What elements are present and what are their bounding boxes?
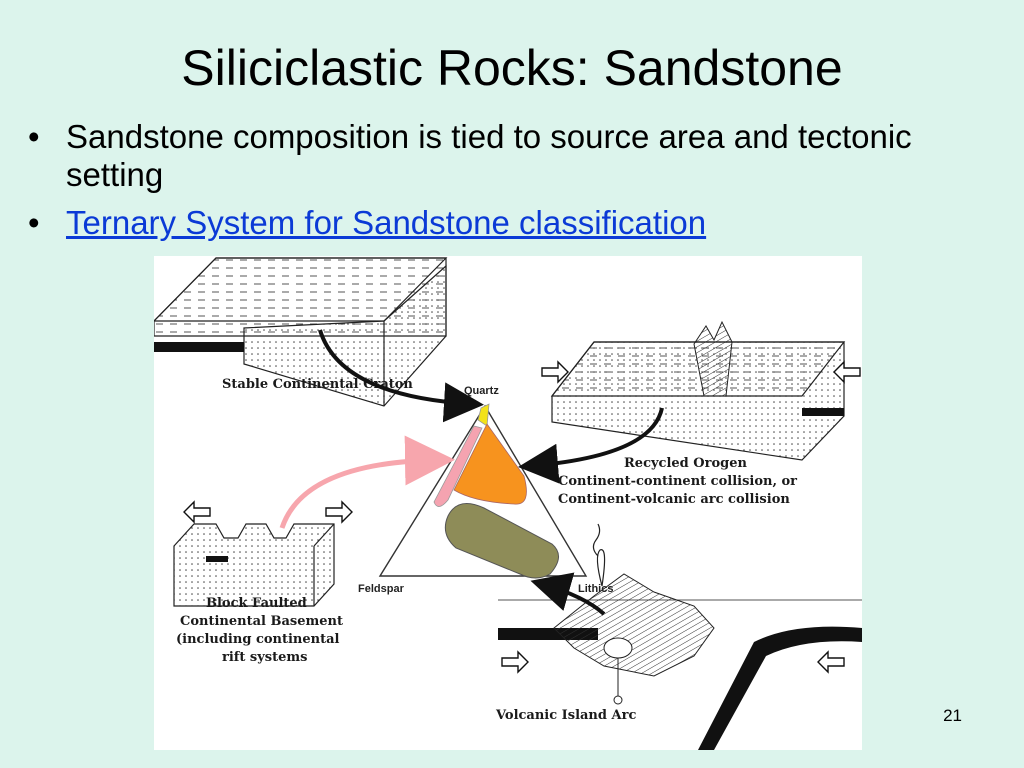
bullet-list: • Sandstone composition is tied to sourc…	[28, 118, 988, 242]
rift-field	[433, 425, 483, 507]
arrow-right-icon	[541, 360, 569, 384]
block-faulted-label-1: Block Faulted	[206, 596, 307, 611]
arrow-right-icon	[325, 500, 353, 524]
bullet-text: Sandstone composition is tied to source …	[66, 118, 912, 193]
slide-title: Siliciclastic Rocks: Sandstone	[181, 40, 843, 96]
ternary-triangle	[378, 403, 588, 579]
bullet-item: • Sandstone composition is tied to sourc…	[28, 118, 988, 194]
bullet-dot: •	[28, 204, 40, 241]
orogen-block	[550, 320, 846, 461]
recycled-orogen-desc-2: Continent-volcanic arc collision	[558, 492, 790, 507]
recycled-orogen-desc-1: Continent-continent collision, or	[558, 474, 797, 489]
block-faulted-label-2: Continental Basement	[180, 614, 343, 629]
orogen-arrows	[541, 360, 861, 384]
arrow-right-icon	[501, 650, 529, 674]
arrow-left-icon	[833, 360, 861, 384]
orogen-field	[453, 423, 527, 505]
bullet-item: • Ternary System for Sandstone classific…	[28, 204, 988, 242]
block-faulted-label-3: (including continental	[176, 632, 340, 647]
volcanic-arc-label: Volcanic Island Arc	[495, 708, 636, 723]
ternary-diagram-svg: Stable Continental Craton Recycled Oroge…	[154, 257, 862, 750]
craton-to-quartz-arrow	[318, 329, 484, 423]
rift-arrows	[183, 500, 353, 524]
page-number: 21	[943, 706, 962, 725]
lithics-label: Lithics	[578, 583, 613, 595]
feldspar-label: Feldspar	[358, 583, 405, 595]
arrow-left-icon	[183, 500, 211, 524]
block-faulted-label-4: rift systems	[222, 650, 307, 665]
sandstone-ternary-figure: Stable Continental Craton Recycled Oroge…	[154, 256, 862, 750]
bullet-dot: •	[28, 118, 40, 155]
quartz-label: Quartz	[464, 385, 499, 397]
arc-block	[498, 523, 862, 750]
arc-arrows	[501, 650, 845, 674]
orogen-to-field-arrow	[518, 407, 664, 484]
ternary-system-link[interactable]: Ternary System for Sandstone classificat…	[66, 204, 707, 241]
recycled-orogen-label: Recycled Orogen	[624, 456, 747, 471]
rift-block	[173, 523, 335, 607]
rift-to-field-arrow	[279, 435, 455, 529]
arc-to-lithics-arrow	[530, 572, 606, 616]
arrow-left-icon	[817, 650, 845, 674]
craton-block	[154, 257, 448, 407]
